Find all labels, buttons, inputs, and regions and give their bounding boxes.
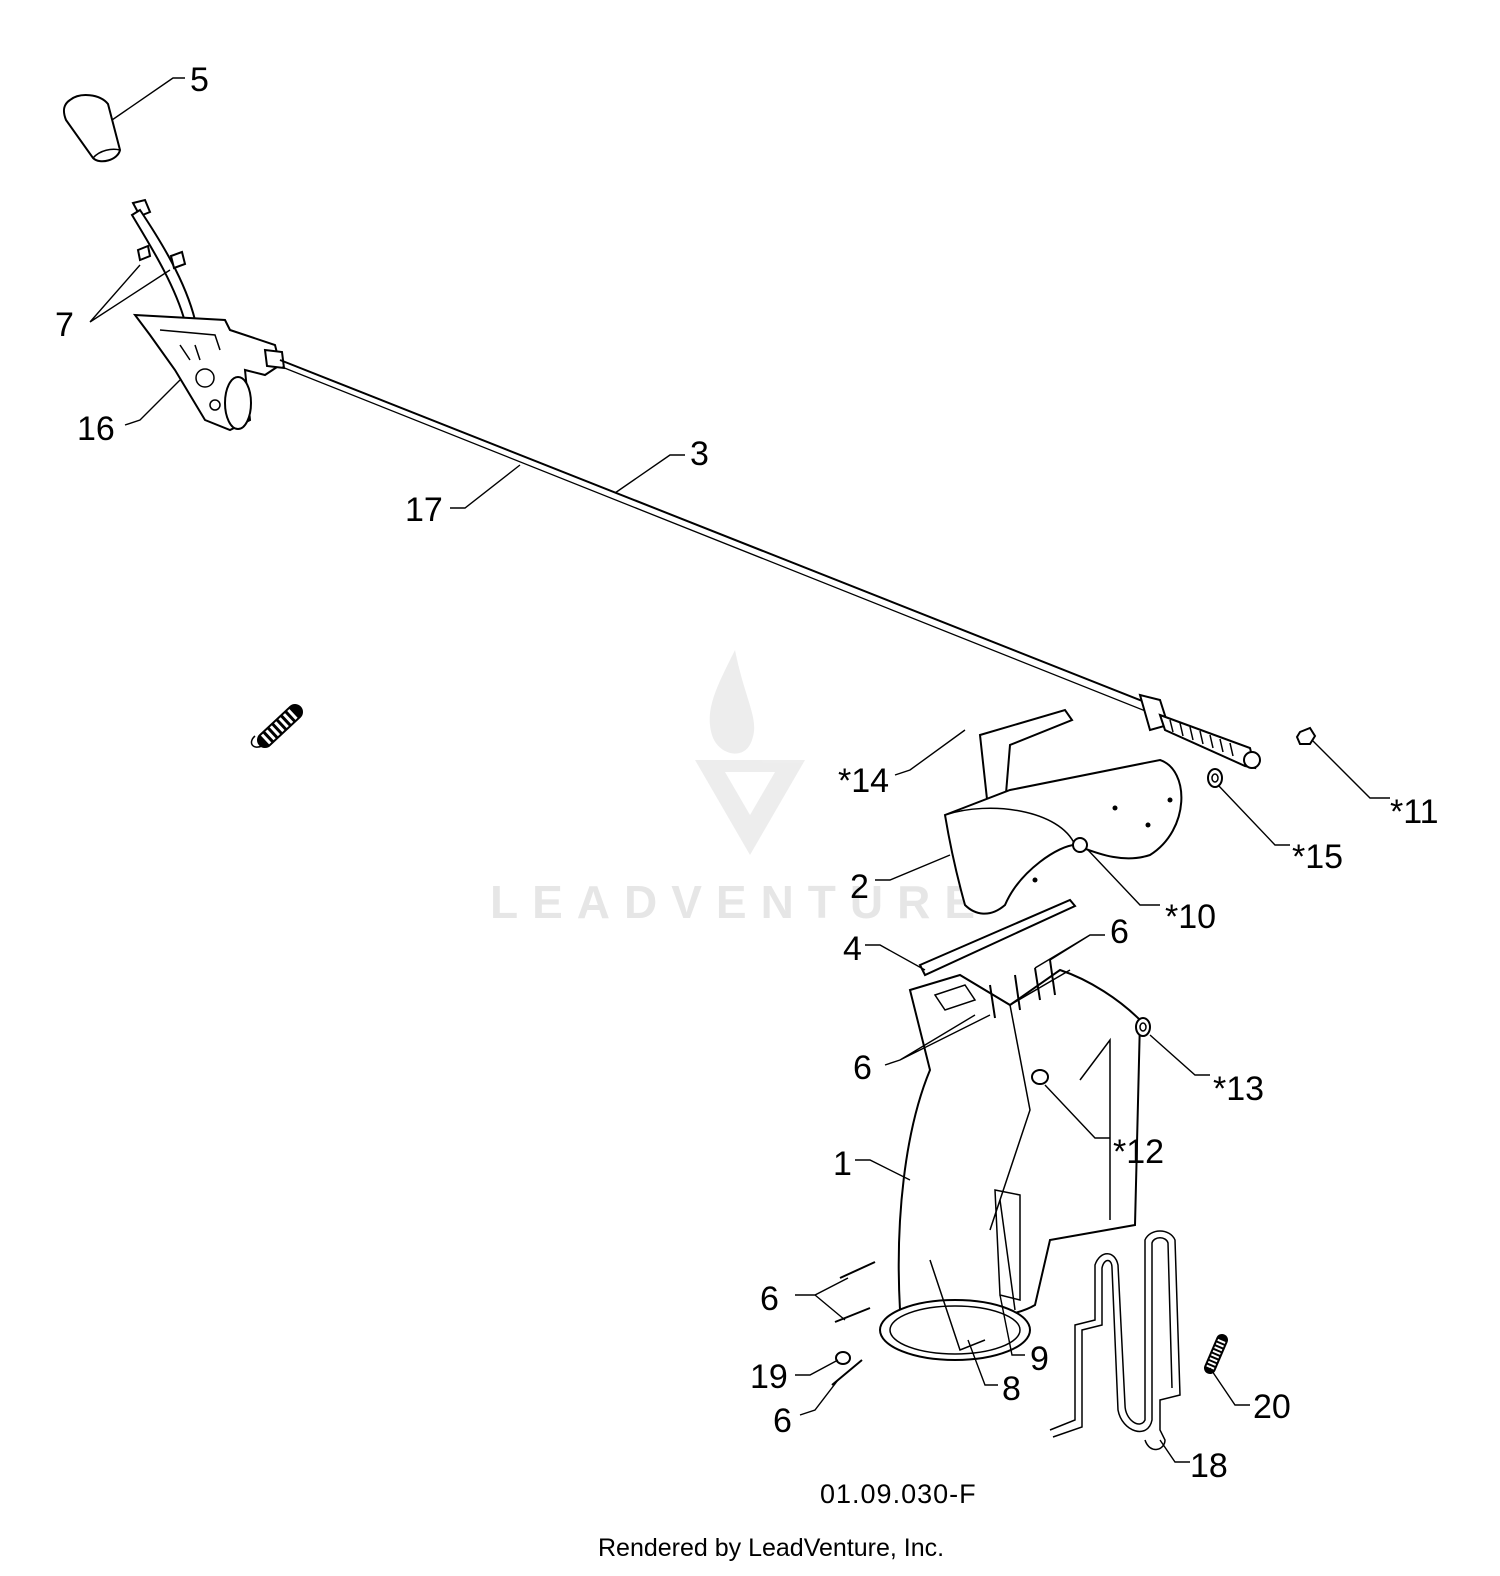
- callout-6-bottom: 6: [773, 1402, 792, 1440]
- callout-6-left: 6: [853, 1049, 872, 1087]
- part-2-deflector: [943, 708, 1183, 915]
- part-15-washer: [1207, 768, 1223, 788]
- callout-labels: 5 7 16 3 17 *14 *11 *15 2 *10 4 6 6 *13 …: [55, 61, 1439, 1485]
- cable-end-threaded-rod: [1138, 693, 1261, 770]
- callout-4: 4: [843, 930, 862, 968]
- callout-7: 7: [55, 306, 74, 344]
- callout-12: *12: [1113, 1133, 1164, 1171]
- callout-18: 18: [1190, 1447, 1228, 1485]
- callout-6-lower: 6: [760, 1280, 779, 1318]
- part-1-chute: [879, 968, 1142, 1361]
- part-7-bolts: [136, 244, 187, 270]
- callout-15: *15: [1292, 838, 1343, 876]
- callout-20: 20: [1253, 1388, 1291, 1426]
- part-14-spring: [250, 704, 303, 748]
- leader-lines: [89, 77, 1390, 1463]
- callout-3: 3: [690, 435, 709, 473]
- part-4-strip: [918, 898, 1077, 977]
- callout-17: 17: [405, 491, 443, 529]
- callout-6-top: 6: [1110, 913, 1129, 951]
- part-12-bolt: [1031, 1069, 1049, 1085]
- callout-5: 5: [190, 61, 209, 99]
- callout-14: *14: [838, 762, 889, 800]
- leadventure-watermark: LEADVENTURE: [490, 650, 989, 928]
- part-20-spring: [1204, 1334, 1228, 1374]
- part-17-cable: [279, 359, 1161, 717]
- callout-9: 9: [1030, 1340, 1049, 1378]
- callout-19: 19: [750, 1358, 788, 1396]
- part-19-washer: [835, 1351, 851, 1365]
- callout-1: 1: [833, 1145, 852, 1183]
- watermark-chevron-icon: [695, 760, 805, 855]
- part-18-wire-rod: [1049, 1230, 1181, 1451]
- part-16-shift-bracket: [130, 198, 286, 432]
- callout-11: *11: [1390, 793, 1439, 831]
- watermark-flame-icon: [709, 650, 755, 754]
- callout-16: 16: [77, 410, 115, 448]
- diagram-code: 01.09.030-F: [820, 1479, 977, 1509]
- callout-8: 8: [1002, 1370, 1021, 1408]
- part-13-washer: [1135, 1017, 1151, 1037]
- part-5-knob: [62, 94, 122, 163]
- callout-2: 2: [850, 868, 869, 906]
- footer-credit: Rendered by LeadVenture, Inc.: [598, 1534, 944, 1562]
- callout-10: *10: [1165, 898, 1216, 936]
- part-11-nut: [1295, 726, 1317, 745]
- callout-13: *13: [1213, 1070, 1264, 1108]
- watermark-text: LEADVENTURE: [490, 876, 989, 928]
